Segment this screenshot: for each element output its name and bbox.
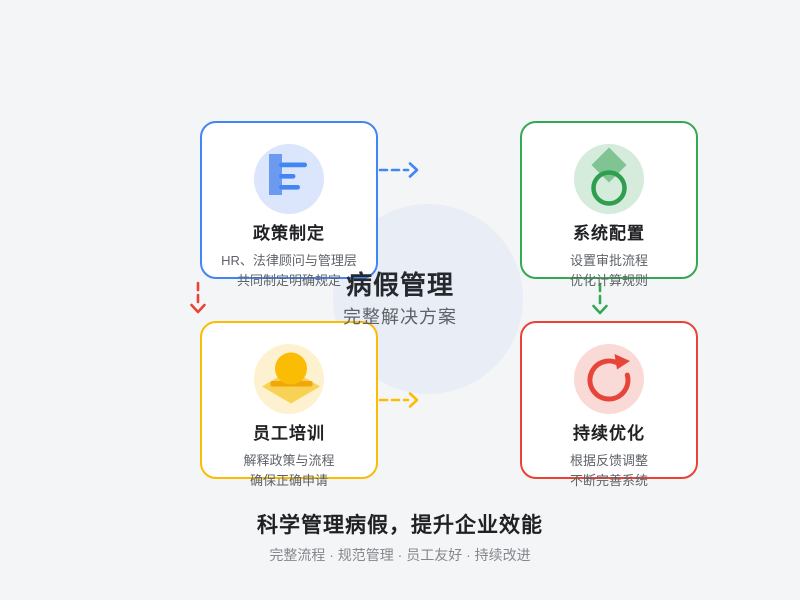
system-config-icon bbox=[574, 144, 644, 214]
card-desc-training: 解释政策与流程 确保正确申请 bbox=[243, 451, 334, 490]
footer-subtitle: 完整流程 · 规范管理 · 员工友好 · 持续改进 bbox=[269, 547, 531, 563]
card-desc-line: HR、法律顾问与管理层 bbox=[221, 253, 357, 268]
card-desc-line: 解释政策与流程 bbox=[243, 453, 335, 468]
card-desc-policy: HR、法律顾问与管理层 共同制定明确规定 bbox=[221, 251, 357, 290]
card-config: 系统配置 设置审批流程 优化计算规则 bbox=[520, 121, 698, 288]
policy-list-icon bbox=[254, 144, 324, 214]
card-title-policy: 政策制定 bbox=[253, 224, 325, 243]
card-desc-line: 共同制定明确规定 bbox=[236, 272, 341, 288]
card-desc-optimize: 根据反馈调整 不断完善系统 bbox=[570, 451, 648, 490]
card-optimize: 持续优化 根据反馈调整 不断完善系统 bbox=[520, 321, 698, 488]
card-desc-line: 确保正确申请 bbox=[249, 472, 328, 488]
card-title-optimize: 持续优化 bbox=[573, 424, 645, 443]
footer-title: 科学管理病假，提升企业效能 bbox=[257, 514, 543, 537]
card-title-training: 员工培训 bbox=[253, 424, 325, 443]
card-title-config: 系统配置 bbox=[573, 224, 645, 243]
arrow-policy-to-config bbox=[378, 162, 419, 178]
employee-training-icon bbox=[254, 344, 324, 414]
card-desc-config: 设置审批流程 优化计算规则 bbox=[570, 251, 648, 290]
card-desc-line: 不断完善系统 bbox=[569, 472, 648, 488]
card-training: 员工培训 解释政策与流程 确保正确申请 bbox=[200, 321, 378, 488]
card-desc-line: 根据反馈调整 bbox=[569, 453, 648, 468]
arrow-policy-to-training bbox=[190, 281, 206, 314]
card-desc-line: 优化计算规则 bbox=[569, 272, 648, 288]
card-policy: 政策制定 HR、法律顾问与管理层 共同制定明确规定 bbox=[200, 121, 378, 288]
refresh-cycle-icon bbox=[574, 344, 644, 414]
card-desc-line: 设置审批流程 bbox=[569, 253, 648, 268]
arrow-training-to-optimize bbox=[378, 392, 419, 408]
